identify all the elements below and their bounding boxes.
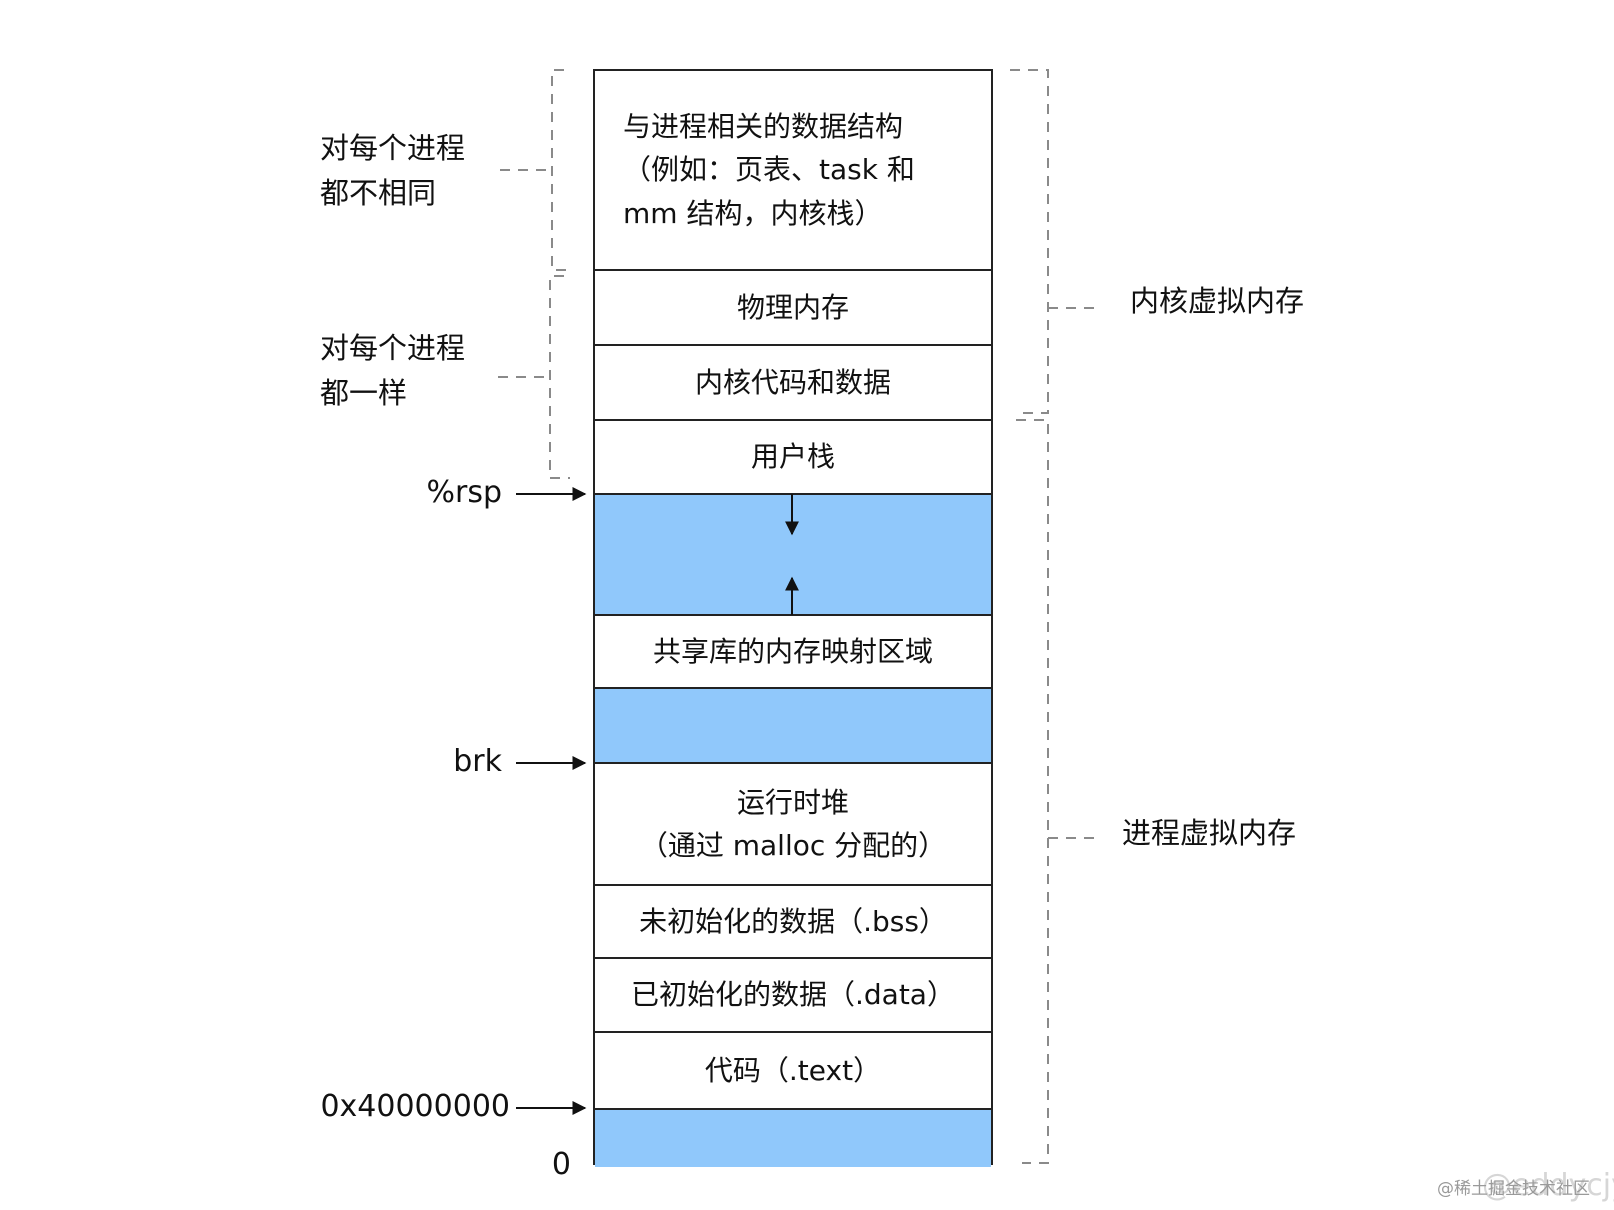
segment-reserved-low — [595, 1110, 991, 1167]
pointer-arrows — [516, 487, 587, 1115]
segment-kernel-code-data: 内核代码和数据 — [595, 346, 991, 421]
segment-text: 代码（.text） — [595, 1033, 991, 1110]
segment-shared-libraries: 共享库的内存映射区域 — [595, 616, 991, 689]
segment-data: 已初始化的数据（.data） — [595, 959, 991, 1033]
right-process-bracket — [1016, 419, 1100, 1164]
watermark-site: @稀土掘金技术社区 — [1437, 1179, 1590, 1199]
watermark-author: @eddycjy — [1482, 1168, 1614, 1203]
segment-bss: 未初始化的数据（.bss） — [595, 886, 991, 959]
label-kernel-virtual-memory: 内核虚拟内存 — [1130, 284, 1305, 318]
label-different-per-process: 对每个进程 都不相同 — [320, 131, 466, 210]
segment-runtime-heap: 运行时堆 （通过 malloc 分配的） — [595, 764, 991, 886]
memory-column: 与进程相关的数据结构 （例如：页表、task 和 mm 结构，内核栈） 物理内存… — [593, 69, 993, 1167]
segment-user-stack: 用户栈 — [595, 421, 991, 495]
segment-physical-memory: 物理内存 — [595, 271, 991, 346]
segment-free-gap-heap — [595, 689, 991, 764]
pointer-rsp: %rsp — [426, 475, 502, 510]
right-kernel-bracket — [1010, 69, 1100, 414]
pointer-zero: 0 — [551, 1147, 571, 1182]
pointer-start-address: 0x40000000 — [320, 1089, 510, 1124]
left-upper-bracket — [500, 69, 572, 271]
pointer-brk: brk — [453, 744, 502, 779]
segment-process-data-structures: 与进程相关的数据结构 （例如：页表、task 和 mm 结构，内核栈） — [595, 71, 991, 271]
segment-free-gap — [595, 495, 991, 616]
left-lower-bracket — [498, 275, 570, 479]
label-process-virtual-memory: 进程虚拟内存 — [1122, 816, 1297, 850]
label-same-per-process: 对每个进程 都一样 — [320, 331, 466, 410]
